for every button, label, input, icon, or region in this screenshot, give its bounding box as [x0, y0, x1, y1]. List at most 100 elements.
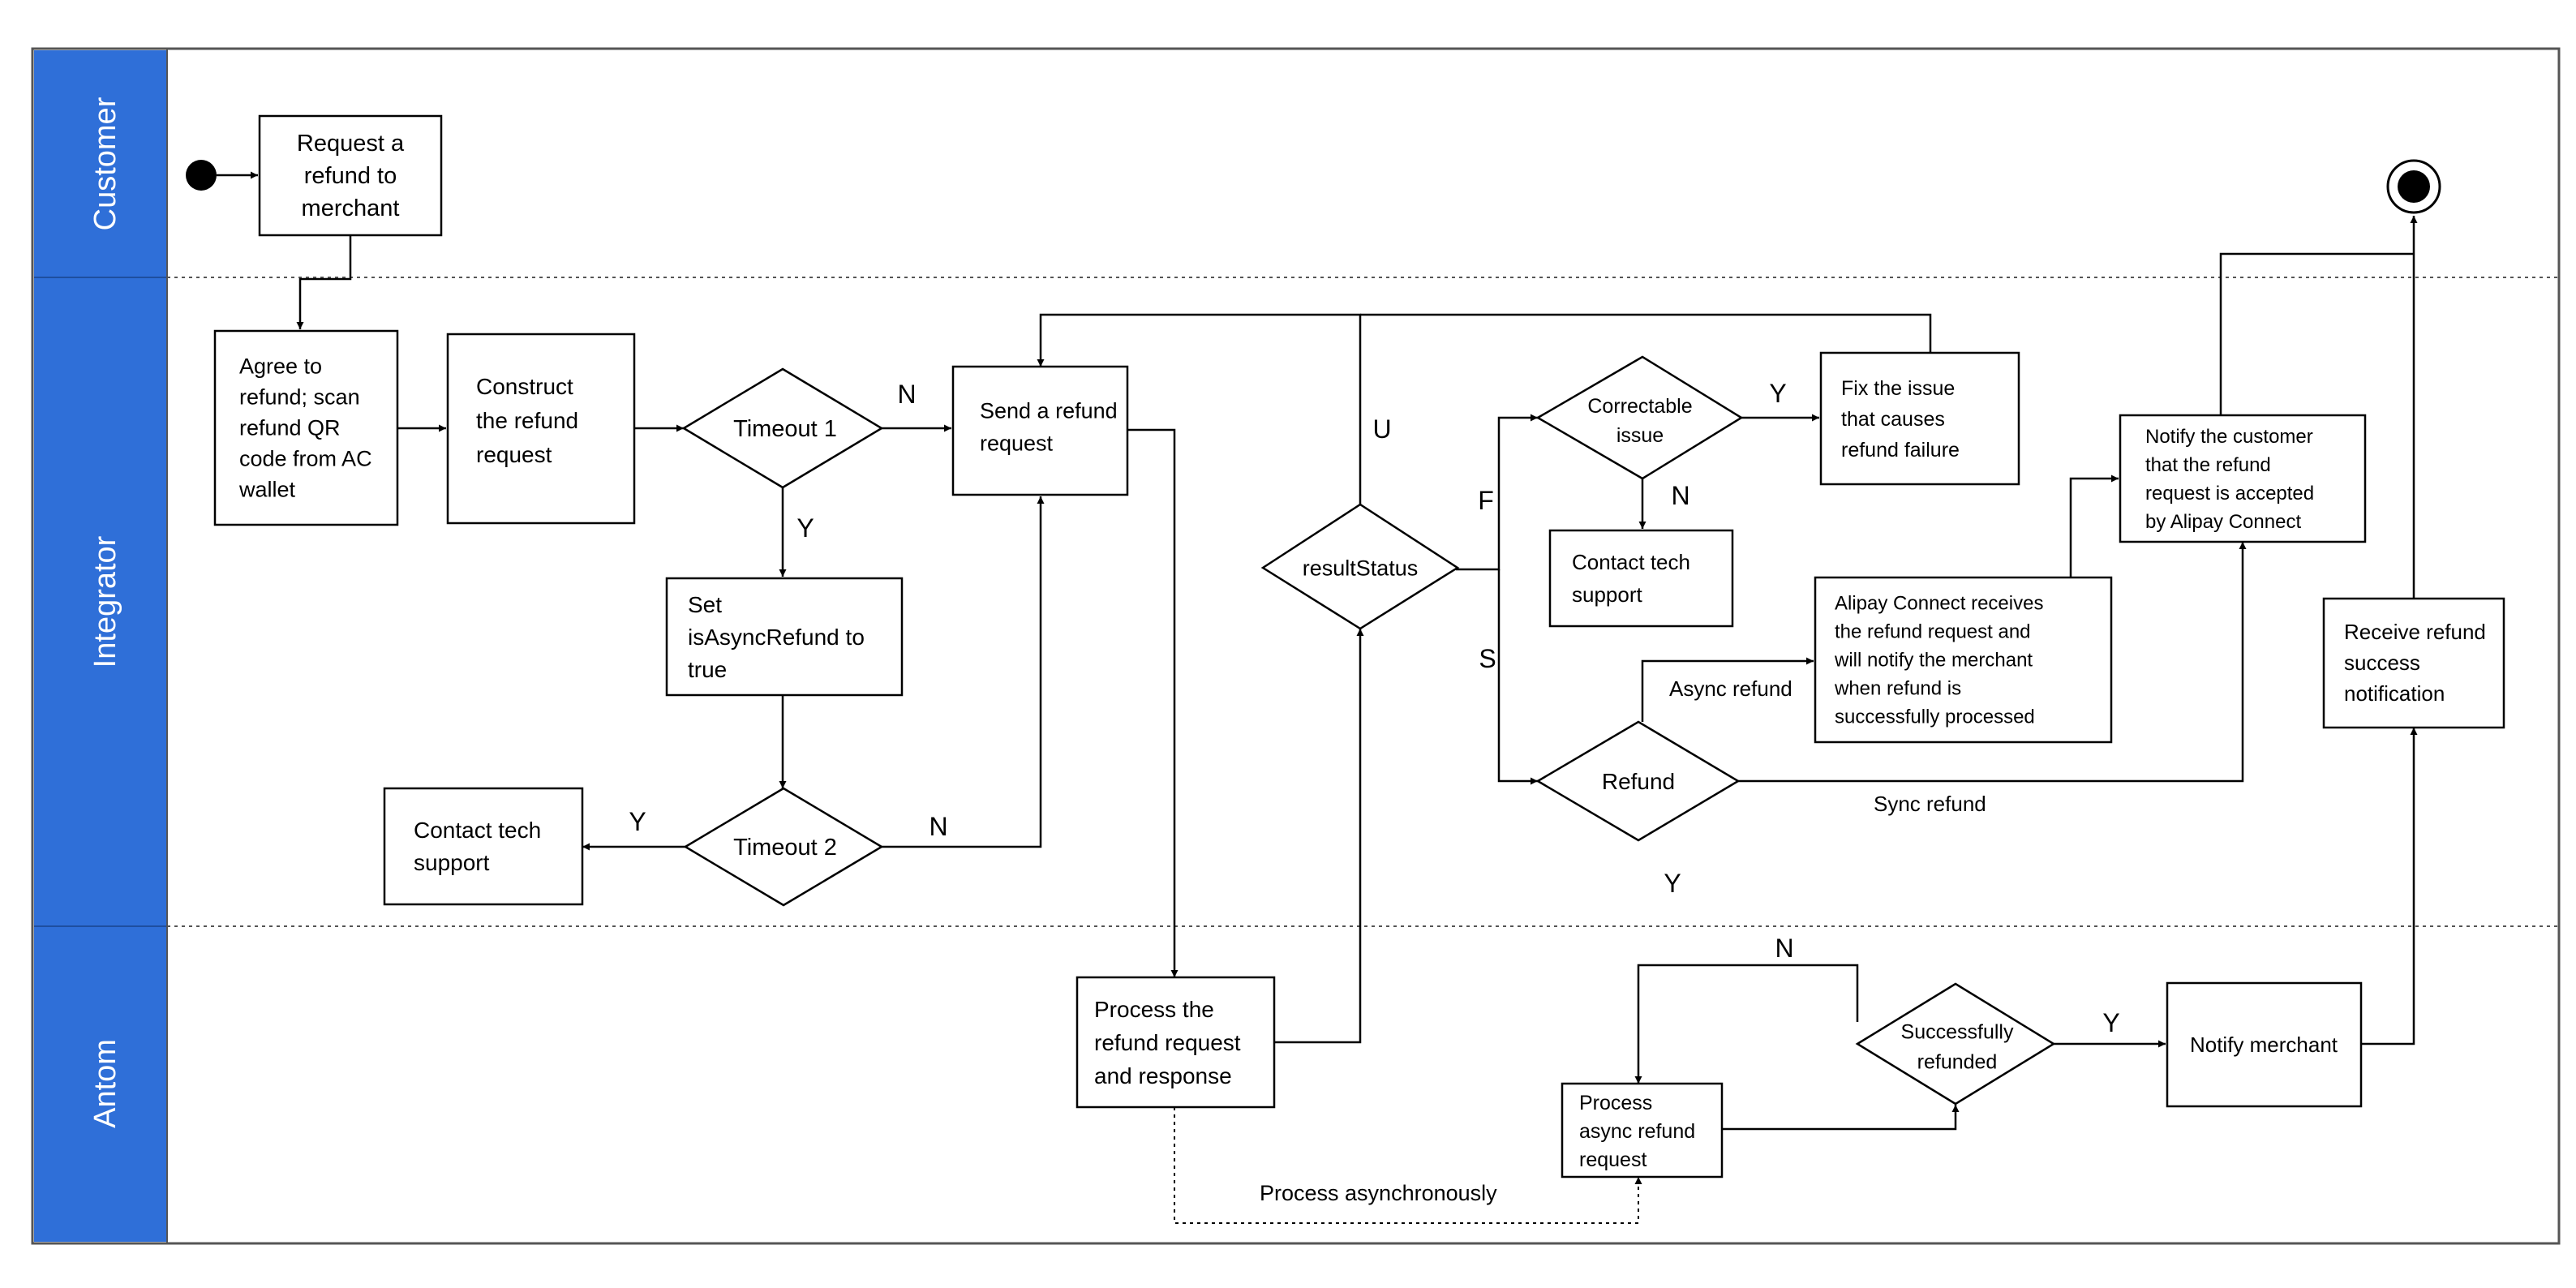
node-text-line: true — [688, 657, 727, 682]
node-successfully-refunded-text: Successfully refunded — [1901, 1020, 2014, 1073]
node-contact-tech-1-box — [383, 787, 584, 906]
node-text-line: Notify merchant — [2190, 1033, 2338, 1057]
edge-notify-to-end — [2219, 252, 2414, 415]
node-fix-issue: Fix the issue that causes refund failure — [1819, 351, 2020, 486]
node-text-line: that causes — [1841, 408, 1945, 431]
node-notify-merchant-text: Notify merchant — [2190, 1033, 2338, 1057]
label-correctable-no: N — [1671, 481, 1689, 510]
node-result-status: resultStatus — [1260, 503, 1460, 630]
node-notify-customer-box — [2119, 414, 2367, 543]
node-text-line: Set — [688, 592, 722, 617]
node-contact-tech-2: Contact tech support — [1548, 529, 1734, 628]
node-text-line: request is accepted — [2145, 483, 2314, 504]
node-request-refund-box — [258, 114, 443, 237]
node-contact-tech-1: Contact tech support — [383, 787, 584, 906]
node-text-line: successfully processed — [1835, 706, 2035, 728]
node-receive-success-box — [2322, 597, 2505, 729]
label-successfully-no: N — [1775, 934, 1793, 963]
node-result-status-text: resultStatus — [1303, 556, 1419, 580]
node-text-line: issue — [1616, 424, 1664, 447]
node-text-line: Timeout 1 — [733, 416, 837, 442]
lane-label-antom: Antom — [88, 1039, 122, 1128]
edge-process-to-status — [1274, 629, 1364, 1044]
node-text-line: Notify the customer — [2145, 426, 2313, 448]
node-text-line: isAsyncRefund to — [688, 625, 865, 650]
edge-async-loop-no — [1634, 964, 1859, 1084]
edge-send-to-process — [1127, 428, 1179, 977]
node-refund-decision-shape — [1535, 720, 1741, 842]
node-text-line: support — [1572, 582, 1642, 607]
node-text-line: Refund — [1602, 769, 1675, 794]
node-result-status-shape — [1260, 503, 1460, 630]
node-text-line: success — [2344, 650, 2420, 675]
node-correctable-shape — [1535, 355, 1744, 480]
node-agree-scan-box — [213, 329, 399, 526]
node-refund-decision-text: Refund — [1602, 769, 1675, 794]
node-text-line: Agree to — [239, 354, 322, 378]
node-text-line: Construct — [476, 374, 573, 399]
edge-process-async-to-successfully — [1722, 1105, 1960, 1131]
label-timeout2-no: N — [929, 812, 947, 841]
node-notify-merchant-box — [2166, 981, 2363, 1108]
label-status-s: S — [1479, 644, 1496, 673]
edge-fix-to-resend — [1360, 313, 1932, 353]
node-text-line: refunded — [1917, 1050, 1998, 1073]
lane-header-integrator — [34, 277, 167, 926]
node-text-line: Contact tech — [1572, 550, 1690, 574]
edge-labels: N Y Y N U F S Y N Async refund Sync refu… — [629, 379, 2119, 1205]
node-contact-tech-1-text: Contact tech support — [414, 818, 541, 875]
node-text-line: support — [414, 850, 490, 875]
node-text-line: Fix the issue — [1841, 377, 1955, 400]
node-text-line: will notify the merchant — [1834, 649, 2033, 671]
node-refund-decision: Refund — [1535, 720, 1741, 842]
node-timeout2: Timeout 2 — [683, 787, 884, 907]
lane-header-antom — [34, 926, 167, 1242]
label-correctable-yes: Y — [1769, 379, 1786, 408]
edge-alipay-to-notify — [2069, 474, 2119, 577]
node-alipay-receives-box — [1814, 576, 2113, 744]
node-text-line: request — [476, 442, 552, 467]
node-process-refund-box — [1075, 976, 1276, 1109]
node-text-line: refund failure — [1841, 439, 1960, 462]
node-text-line: Send a refund — [980, 398, 1118, 423]
edge-timeout2-no — [882, 496, 1045, 848]
node-set-async-box — [665, 577, 904, 697]
node-text-line: merchant — [302, 195, 400, 221]
node-text-line: async refund — [1579, 1120, 1695, 1143]
node-timeout2-shape — [683, 787, 884, 907]
node-set-async: Set isAsyncRefund to true — [665, 577, 904, 697]
node-timeout1: Timeout 1 — [681, 367, 884, 489]
edge-status-unknown — [1037, 313, 1362, 504]
label-status-f: F — [1478, 486, 1494, 515]
node-successfully-refunded-shape — [1855, 982, 2056, 1106]
diagram-frame — [31, 47, 2561, 1245]
node-text-line: Receive refund — [2344, 620, 2486, 644]
node-text-line: Contact tech — [414, 818, 541, 843]
node-text-line: Request a — [297, 131, 405, 157]
node-text-line: Successfully — [1901, 1020, 2014, 1043]
node-text-line: Alipay Connect receives — [1835, 592, 2043, 614]
label-successfully-yes: Y — [2102, 1008, 2119, 1037]
node-text-line: wallet — [238, 477, 296, 501]
edge-status-fail — [1456, 414, 1538, 571]
edge-status-success — [1497, 569, 1538, 785]
edge-request-to-agree — [296, 235, 352, 329]
node-text-line: refund QR — [239, 415, 341, 440]
node-timeout1-shape — [681, 367, 884, 489]
